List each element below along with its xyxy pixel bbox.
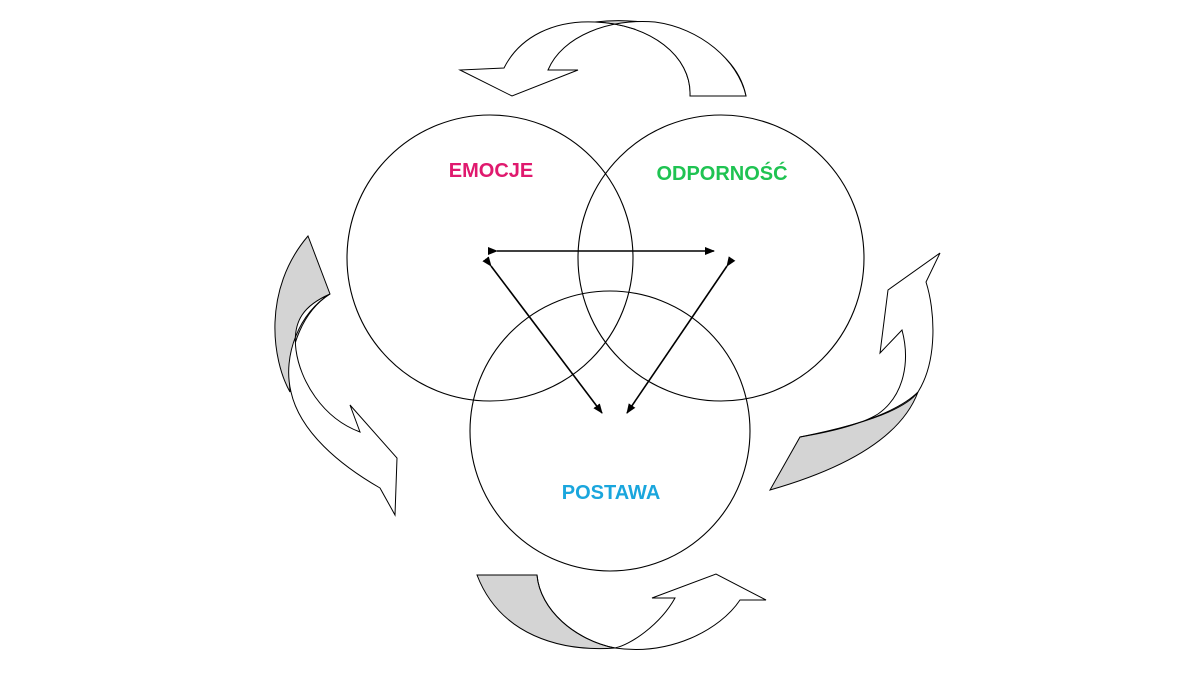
arrow-emotions-attitude [482, 256, 603, 414]
cycle-arrow-left-body [288, 293, 398, 517]
resilience-circle [577, 114, 865, 402]
cycle-arrow-bottom-shade [476, 574, 616, 650]
cycle-arrow-top [458, 20, 747, 97]
cycle-arrow-right [768, 252, 941, 491]
resilience-label: ODPORNOŚĆ [656, 161, 787, 185]
cycle-arrow-right-body [799, 252, 941, 438]
cycle-arrow-bottom-body [536, 573, 767, 650]
emotions-label: EMOCJE [449, 160, 533, 182]
attitude-label: POSTAWA [562, 482, 661, 504]
arrow-resilience-attitude [626, 256, 736, 414]
cycle-arrow-bottom [476, 573, 767, 650]
cycle-arrow-top-body [458, 20, 747, 97]
cycle-arrow-left [274, 235, 398, 517]
attitude-circle [469, 290, 751, 572]
